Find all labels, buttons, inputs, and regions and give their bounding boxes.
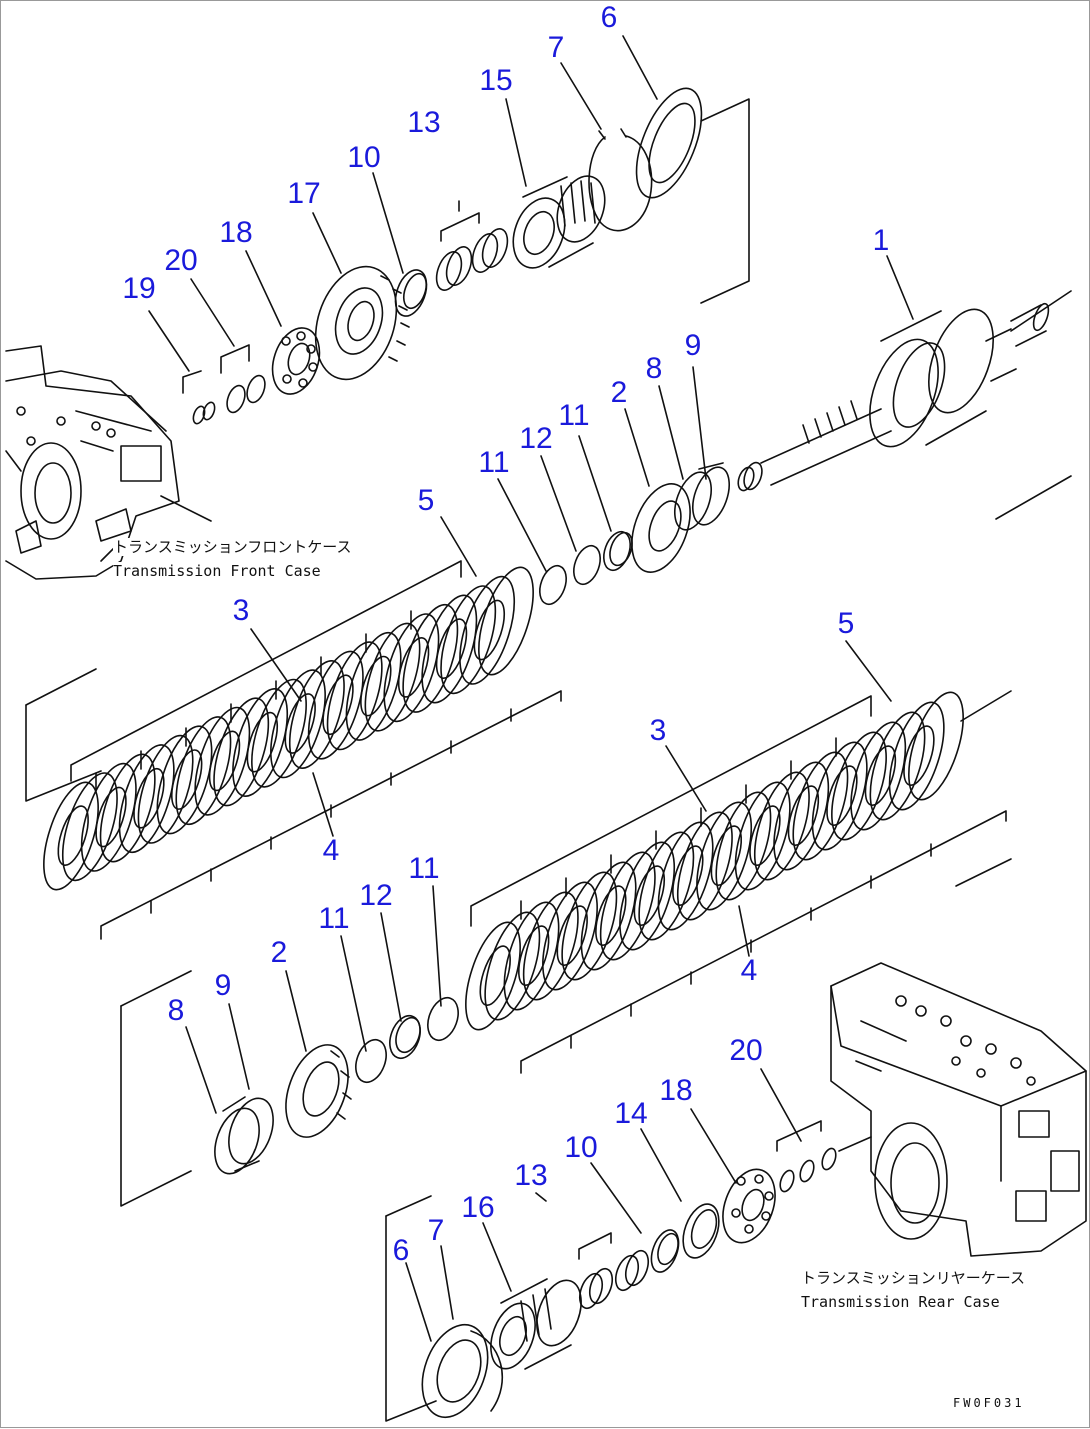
callout-4: 4 — [322, 834, 340, 867]
left-discs — [43, 566, 534, 891]
part-15-hub — [512, 175, 606, 269]
callout-7: 7 — [547, 31, 565, 64]
callout-18: 18 — [659, 1074, 693, 1107]
callout-7: 7 — [427, 1214, 445, 1247]
callout-10: 10 — [347, 141, 381, 174]
callout-12: 12 — [519, 422, 553, 455]
part-11-12-mid-rings — [355, 996, 459, 1084]
callout-3: 3 — [649, 714, 667, 747]
part-7-top-snap-ring — [588, 128, 653, 232]
callout-13: 13 — [514, 1159, 548, 1192]
callout-12: 12 — [359, 879, 393, 912]
part-2-mid-piston — [285, 1044, 352, 1138]
part-20-bottom-rings — [776, 1120, 872, 1193]
callout-11: 11 — [408, 852, 440, 885]
rear-case-sketch — [830, 962, 1087, 1257]
part-7-bottom-snap-ring — [470, 1330, 504, 1412]
top-group-bracket — [700, 98, 750, 304]
callout-3: 3 — [232, 594, 250, 627]
callout-2: 2 — [610, 376, 628, 409]
part-10-bottom-ring — [650, 1229, 680, 1273]
callout-11: 11 — [318, 902, 350, 935]
clutch-disc — [421, 594, 478, 704]
callout-14: 14 — [614, 1097, 648, 1130]
front-case-label-en: Transmission Front Case — [113, 562, 321, 580]
clutch-disc — [118, 744, 175, 854]
part-11-12-top-rings — [539, 530, 633, 606]
right-disc-pack — [470, 690, 1012, 1074]
callout-4: 4 — [740, 954, 758, 987]
clutch-disc — [459, 575, 516, 685]
part-9-top-seal — [691, 462, 731, 526]
clutch-disc — [80, 762, 137, 872]
callout-13: 13 — [407, 106, 441, 139]
clutch-disc — [270, 669, 326, 779]
callout-5: 5 — [417, 484, 435, 517]
clutch-disc — [345, 631, 402, 741]
leader-lines-middle — [185, 628, 802, 1342]
callout-8: 8 — [645, 352, 663, 385]
callout-11: 11 — [478, 446, 510, 479]
callout-6: 6 — [600, 1, 618, 34]
callout-11: 11 — [558, 399, 590, 432]
part-20-top-rings — [220, 344, 266, 414]
clutch-disc — [156, 725, 213, 835]
callout-6: 6 — [392, 1234, 410, 1267]
front-case-label-jp: トランスミッションフロントケース — [113, 538, 352, 556]
part-6-bottom-washer — [421, 1323, 489, 1419]
callout-15: 15 — [479, 64, 513, 97]
rear-case-label-jp: トランスミッションリヤーケース — [801, 1269, 1025, 1287]
callout-5: 5 — [837, 607, 855, 640]
part-14-ring — [682, 1203, 720, 1259]
clutch-disc — [908, 691, 964, 801]
callout-9: 9 — [684, 329, 702, 362]
part-8-top-seal — [673, 471, 713, 531]
leader-lines-top — [148, 35, 914, 702]
callout-17: 17 — [287, 177, 321, 210]
part-18-top-bearing — [271, 327, 321, 395]
part-16-hub — [490, 1278, 582, 1370]
part-8-9-mid-seals — [214, 1096, 274, 1175]
part-6-top-washer — [635, 87, 703, 199]
clutch-disc — [307, 650, 364, 760]
callout-18: 18 — [219, 216, 253, 249]
right-discs — [465, 691, 964, 1031]
part-19-ring — [182, 370, 216, 425]
rear-case-label-en: Transmission Rear Case — [801, 1293, 1000, 1311]
callout-20: 20 — [164, 244, 198, 277]
callout-9: 9 — [214, 969, 232, 1002]
callout-8: 8 — [167, 994, 185, 1027]
callout-2: 2 — [270, 936, 288, 969]
clutch-disc — [232, 688, 289, 797]
part-1-shaft-housing — [737, 290, 1072, 520]
part-18-bottom-bearing — [722, 1168, 776, 1244]
callout-1: 1 — [872, 224, 890, 257]
callout-20: 20 — [729, 1034, 763, 1067]
part-13-bottom-bearings — [578, 1232, 650, 1310]
clutch-disc — [194, 706, 251, 816]
part-2-top-piston — [631, 483, 691, 573]
bottom-group-bracket — [120, 970, 437, 1422]
part-13-top-bearings — [435, 212, 509, 291]
left-disc-pack — [25, 560, 562, 940]
callout-10: 10 — [564, 1131, 598, 1164]
callout-16: 16 — [461, 1191, 495, 1224]
clutch-disc — [478, 566, 534, 676]
figure-code: FW0F031 — [953, 1396, 1025, 1410]
part-10-top-ring — [394, 269, 428, 317]
callout-19: 19 — [122, 272, 156, 305]
part-17-gear — [314, 265, 410, 381]
